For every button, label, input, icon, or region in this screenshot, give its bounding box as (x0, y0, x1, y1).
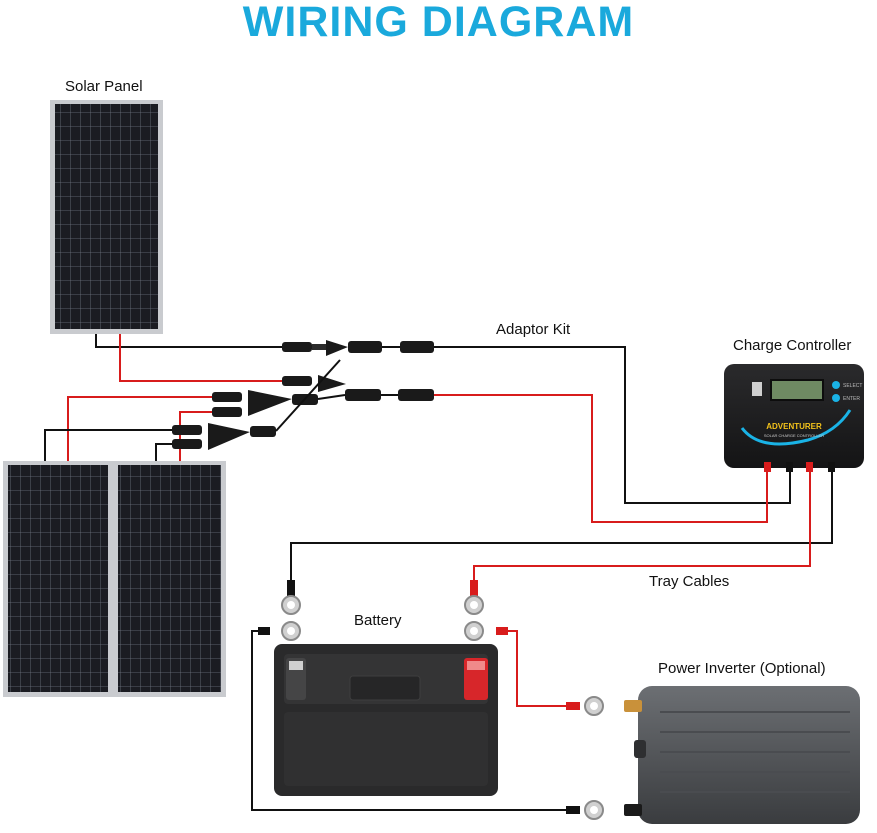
pv-positive-wire (434, 394, 768, 523)
solar-panel-bottom-right (113, 461, 226, 697)
diagram-title: WIRING DIAGRAM (242, 0, 635, 46)
inverter-negative-wire (251, 630, 580, 811)
adaptor-kit-connectors (172, 340, 434, 450)
select-button (832, 381, 840, 389)
battery-positive-wire (473, 468, 811, 583)
charge-controller: SELECT ENTER ADVENTURER SOLAR CHARGE CON… (724, 364, 864, 472)
adaptor-kit-label: Adaptor Kit (496, 321, 571, 338)
inverter-terminal-lugs (566, 696, 604, 820)
select-button-label: SELECT (843, 383, 862, 389)
battery-terminal-lugs (258, 621, 508, 641)
tray-cables-label: Tray Cables (649, 573, 730, 590)
battery-negative-wire (290, 468, 833, 583)
enter-button-label: ENTER (843, 396, 860, 402)
controller-brand: ADVENTURER (766, 422, 822, 431)
battery-inverter-wires (251, 630, 580, 811)
enter-button (832, 394, 840, 402)
controller-swoosh (740, 409, 852, 446)
tray-cable-terminals (281, 580, 484, 615)
battery (274, 644, 498, 796)
pv-negative-wire (434, 346, 791, 504)
panel-wires (44, 334, 285, 461)
top-panel-positive-wire (119, 334, 285, 382)
controller-lcd (770, 379, 824, 401)
charge-controller-label: Charge Controller (733, 337, 852, 354)
top-panel-negative-wire (95, 334, 285, 348)
left-panel-negative-wire (44, 429, 175, 461)
solar-panel-top (50, 100, 163, 334)
battery-label: Battery (354, 612, 402, 629)
controller-usb-port (752, 382, 762, 396)
solar-panel-bottom-left (3, 461, 113, 697)
power-inverter (624, 686, 860, 824)
power-inverter-label: Power Inverter (Optional) (658, 660, 826, 677)
inverter-positive-wire (505, 630, 578, 707)
left-panel-positive-wire (67, 396, 215, 461)
solar-panel-label: Solar Panel (65, 78, 143, 95)
controller-subtitle: SOLAR CHARGE CONTROLLER (764, 433, 824, 438)
right-panel-negative-wire (155, 443, 175, 461)
adaptor-to-controller-wires (290, 346, 833, 583)
